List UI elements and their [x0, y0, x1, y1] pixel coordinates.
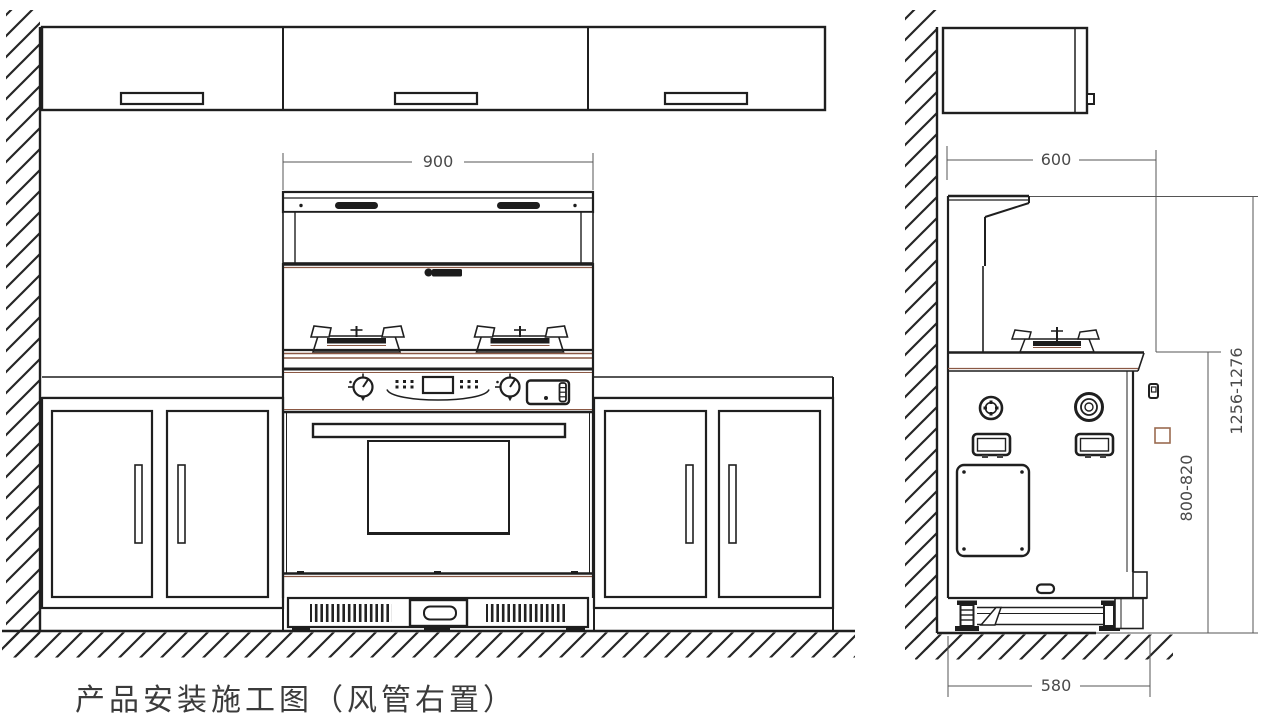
vent-grille-left: [310, 604, 392, 622]
range-hood-top: [281, 190, 595, 214]
wall-right: [905, 10, 939, 650]
control-buttons: [403, 380, 406, 389]
oven-window: [367, 440, 510, 534]
dimension-900: 900: [282, 152, 594, 190]
base-corner-box: [1114, 597, 1144, 630]
dim-label-bottom-depth: 580: [1041, 676, 1072, 695]
panel-arc: [386, 388, 490, 401]
cabinet-handle: [393, 91, 479, 106]
screw: [1020, 470, 1024, 474]
cabinet-handle: [119, 91, 205, 106]
gas-burner-side: [1010, 327, 1101, 353]
dimension-580: 580: [947, 636, 1151, 697]
dim-label-top-depth: 600: [1041, 150, 1072, 169]
door-handle: [685, 464, 694, 544]
screw: [962, 547, 966, 551]
side-view: 600 1256-1276 800-820 580: [905, 10, 1258, 697]
screw: [962, 470, 966, 474]
cabinet-handle: [663, 91, 749, 106]
gas-burner-left: [310, 325, 405, 353]
cooktop-front: [281, 325, 595, 369]
gas-burner-right: [473, 325, 569, 353]
hood-vent-slot: [335, 202, 378, 209]
hood-vent-slot: [497, 202, 540, 209]
base-cabinet-left: [40, 376, 285, 631]
control-buttons: [475, 380, 478, 389]
display: [421, 375, 455, 395]
control-buttons: [395, 380, 399, 389]
bottom-slot: [1035, 583, 1056, 595]
control-buttons: [410, 380, 414, 389]
base-brace: [979, 606, 1003, 626]
access-panel: [955, 463, 1031, 558]
oven-door: [281, 413, 595, 598]
foot-front: [1099, 600, 1120, 631]
connection-port-right: [1074, 432, 1115, 458]
cabinet-door: [50, 409, 154, 599]
control-knob-left: [346, 372, 374, 403]
dim-label-width: 900: [423, 152, 454, 171]
screw: [1020, 547, 1024, 551]
side-bracket: [1154, 427, 1171, 444]
wall-hatch-left: [6, 10, 40, 656]
control-mini-panel: [525, 379, 571, 406]
foot-rear: [955, 600, 979, 631]
gas-valve-fitting: [978, 395, 1004, 421]
door-handle: [134, 464, 143, 544]
appliance-front: [281, 190, 595, 632]
drawing-caption: 产品安装施工图（风管右置）: [75, 684, 517, 717]
control-buttons: [467, 380, 471, 389]
dimension-600: 600: [946, 146, 1157, 352]
vent-grille-right: [486, 604, 567, 622]
bottom-vent: [286, 596, 590, 629]
duct-fitting: [1074, 392, 1104, 422]
side-clip: [1148, 383, 1159, 399]
dimension-counter-height: 800-820: [1156, 351, 1221, 633]
base-cabinet-right: [592, 376, 835, 631]
floor-hatch-side: [915, 634, 1173, 660]
upper-cabinets: [40, 25, 827, 112]
floor-hatch-front: [2, 632, 855, 658]
hood-recess: [282, 211, 594, 264]
front-view: 900: [2, 10, 855, 658]
door-handle: [728, 464, 737, 544]
door-handle: [177, 464, 186, 544]
appliance-side-body: [948, 371, 1171, 600]
upper-cabinet-side: [941, 26, 1095, 115]
cabinet-side-tab: [1086, 93, 1095, 105]
floor-side: [915, 631, 1258, 660]
hood-front-panel: [281, 263, 595, 352]
control-panel: [281, 367, 595, 414]
cabinet-door: [717, 409, 822, 599]
control-buttons: [460, 380, 463, 389]
wall-hatch-right: [905, 10, 937, 650]
base-tray: [977, 606, 1104, 626]
cooktop-side: [948, 327, 1145, 372]
appliance-feet: [292, 626, 585, 632]
dim-label-counter-height: 800-820: [1177, 455, 1196, 522]
control-knob-right: [493, 372, 521, 403]
appliance-base-side: [955, 597, 1144, 631]
connection-port-left: [971, 432, 1012, 458]
floor-front: [2, 629, 855, 658]
wall-left: [6, 10, 42, 656]
hood-side-profile: [946, 194, 1030, 598]
oven-handle: [311, 422, 567, 439]
dimension-overall-height: 1256-1276: [1030, 196, 1258, 633]
dim-label-overall-height: 1256-1276: [1227, 347, 1246, 434]
brand-logo: [424, 268, 462, 277]
